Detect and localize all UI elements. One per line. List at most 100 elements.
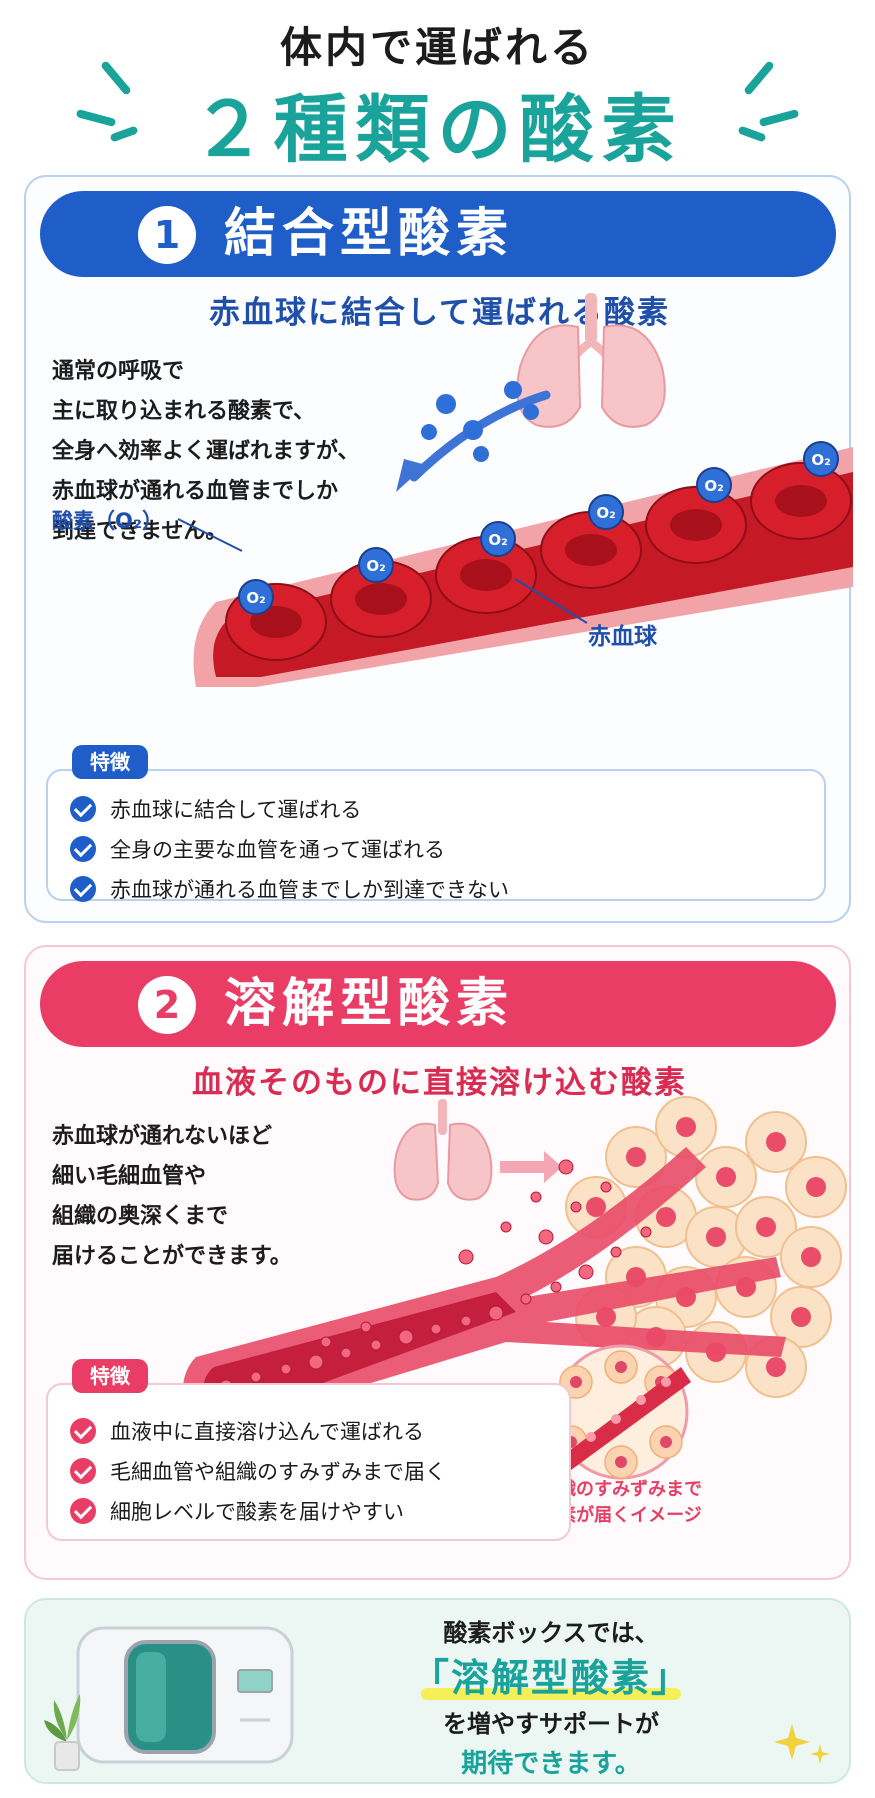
section1-features-box: 赤血球に結合して運ばれる 全身の主要な血管を通って運ばれる 赤血球が通れる血管ま… <box>46 769 826 902</box>
section-dissolved-oxygen: 2 溶解型酸素 血液そのものに直接溶け込む酸素 赤血球が通れないほど 細い毛細血… <box>24 945 851 1580</box>
zoom-capillary <box>561 1367 691 1470</box>
section2-features-box: 血液中に直接溶け込んで運ばれる 毛細血管や組織のすみずみまで届く 細胞レベルで酸… <box>46 1383 571 1541</box>
cell-nucleus <box>615 1361 627 1373</box>
rbc-center <box>250 606 302 638</box>
section2-banner: 2 溶解型酸素 <box>40 961 836 1047</box>
desc-line: 全身へ効率よく運ばれますが、 <box>52 439 360 464</box>
oxygen-symbol: O₂ <box>811 451 830 469</box>
dissolved-oxygen-dot <box>308 1354 324 1370</box>
rbc-center <box>775 485 827 517</box>
header-line1: 体内で運ばれる <box>279 23 595 72</box>
rbc-label: 赤血球 <box>588 624 657 650</box>
list-item: 赤血球に結合して運ばれる <box>70 789 509 829</box>
dissolved-oxygen-dot <box>360 1321 372 1333</box>
callout-highlight: 「溶解型酸素」 <box>411 1652 691 1704</box>
callout-line1: 酸素ボックスでは、 <box>443 1619 659 1647</box>
desc-line: 届けることができます。 <box>52 1244 292 1269</box>
dissolved-oxygen-dot <box>460 1315 472 1327</box>
desc-line: 到達できません。 <box>52 519 228 544</box>
list-item: 赤血球が通れる血管までしか到達できない <box>70 869 509 909</box>
oxygen-molecule-icon <box>588 494 624 530</box>
desc-line: 赤血球が通れる血管までしか <box>52 479 339 504</box>
oxygen-symbol: O₂ <box>488 531 507 549</box>
page-header: 体内で運ばれる ２種類の酸素 <box>0 0 875 175</box>
sparkle-icon <box>774 1724 830 1764</box>
oxygen-leader-line <box>177 518 243 552</box>
cell-nucleus <box>706 1227 726 1247</box>
page-title: ２種類の酸素 <box>191 87 684 173</box>
dissolved-oxygen-dot <box>640 1226 652 1238</box>
tissue-caption: 組織のすみずみまで 酸素が届くイメージ <box>496 1477 746 1529</box>
cell-nucleus <box>676 1117 696 1137</box>
cell-nucleus <box>615 1456 627 1468</box>
tissue-zoom-illustration <box>553 1344 691 1480</box>
dissolved-oxygen-dot <box>280 1363 292 1375</box>
callout-text: 酸素ボックスでは、 「溶解型酸素」 を増やすサポートが 期待できます。 <box>316 1614 786 1784</box>
dissolved-oxygen-dot <box>370 1339 382 1351</box>
oxygen-capsule-icon <box>76 1626 294 1764</box>
oxygen-symbol: O₂ <box>366 557 385 575</box>
section1-subtitle: 赤血球に結合して運ばれる酸素 <box>208 295 671 331</box>
dissolved-oxygen-dot <box>558 1159 574 1175</box>
dissolved-oxygen-dot <box>340 1347 352 1359</box>
capillary-lumen <box>203 1292 516 1407</box>
list-item: 毛細血管や組織のすみずみまで届く <box>70 1451 446 1491</box>
dissolved-oxygen-dot <box>530 1191 542 1203</box>
oxygen-molecule-icon <box>803 441 839 477</box>
cell-nucleus <box>756 1217 776 1237</box>
desc-line: 主に取り込まれる酸素で、 <box>52 399 316 424</box>
cell-nucleus <box>801 1247 821 1267</box>
cell-nucleus <box>806 1177 826 1197</box>
dissolved-oxygen-dot <box>570 1201 582 1213</box>
oxygen-symbol: O₂ <box>596 504 615 522</box>
oxygen-molecule-icon <box>238 579 274 615</box>
dissolved-oxygen-dot <box>320 1336 332 1348</box>
section2-feature-list: 血液中に直接溶け込んで運ばれる 毛細血管や組織のすみずみまで届く 細胞レベルで酸… <box>70 1411 446 1531</box>
highlight-text: 「溶解型酸素」 <box>410 1656 691 1700</box>
dissolved-oxygen-dot <box>636 1395 646 1405</box>
cell-nucleus <box>596 1307 616 1327</box>
feature-text: 赤血球に結合して運ばれる <box>110 798 362 822</box>
rbc-center <box>565 534 617 566</box>
caption-line: 酸素が届くイメージ <box>540 1505 702 1526</box>
cell-nucleus <box>766 1357 786 1377</box>
section1-number: 1 <box>138 206 196 264</box>
highlight-marker <box>420 1688 681 1700</box>
desc-line: 組織の奥深くまで <box>52 1204 229 1229</box>
dissolved-oxygen-dot <box>610 1246 622 1258</box>
section1-description: 通常の呼吸で 主に取り込まれる酸素で、 全身へ効率よく運ばれますが、 赤血球が通… <box>52 352 472 552</box>
oxygen-molecule-icon <box>480 521 516 557</box>
rbc-center <box>460 559 512 591</box>
section2-description: 赤血球が通れないほど 細い毛細血管や 組織の奥深くまで 届けることができます。 <box>52 1117 412 1277</box>
section2-feature-tag: 特徴 <box>72 1359 148 1393</box>
dissolved-oxygen-dot <box>520 1293 532 1305</box>
cell-nucleus <box>570 1376 582 1388</box>
lungs-icon <box>393 1099 493 1201</box>
flow-arrow-icon <box>500 1151 562 1183</box>
section1-banner: 1 結合型酸素 <box>40 191 836 277</box>
section-bound-oxygen: 1 結合型酸素 赤血球に結合して運ばれる酸素 通常の呼吸で 主に取り込まれる酸素… <box>24 175 853 923</box>
check-icon <box>70 796 96 822</box>
dissolved-oxygen-dot <box>398 1329 414 1345</box>
section1-feature-list: 赤血球に結合して運ばれる 全身の主要な血管を通って運ばれる 赤血球が通れる血管ま… <box>70 789 509 909</box>
rbc-center <box>355 583 407 615</box>
rbc-center <box>670 509 722 541</box>
plant-icon <box>44 1694 81 1771</box>
dissolved-oxygen-dot <box>600 1181 612 1193</box>
desc-line: 細い毛細血管や <box>52 1164 207 1189</box>
cell-nucleus <box>766 1132 786 1152</box>
feature-text: 毛細血管や組織のすみずみまで届く <box>110 1460 446 1484</box>
dissolved-oxygen-dot <box>586 1432 596 1442</box>
section2-title: 溶解型酸素 <box>224 974 515 1034</box>
desc-line: 赤血球が通れないほど <box>52 1124 273 1149</box>
dissolved-oxygen-dot <box>500 1221 512 1233</box>
feature-text: 細胞レベルで酸素を届けやすい <box>110 1500 404 1524</box>
cell-nucleus <box>626 1147 646 1167</box>
section1-title: 結合型酸素 <box>224 204 515 264</box>
capillary-tissue-illustration <box>182 1096 847 1407</box>
feature-text: 全身の主要な血管を通って運ばれる <box>110 838 445 862</box>
cell-nucleus <box>716 1167 736 1187</box>
oxygen-symbol: O₂ <box>246 589 265 607</box>
check-icon <box>70 836 96 862</box>
